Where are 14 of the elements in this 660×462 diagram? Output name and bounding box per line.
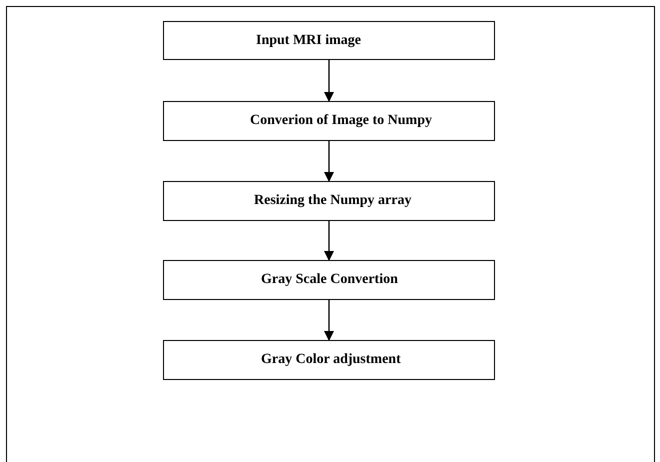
- process-box: [163, 260, 495, 300]
- arrow: [324, 221, 334, 261]
- process-box: [163, 21, 495, 60]
- process-label: Input MRI image: [256, 32, 362, 48]
- arrow: [324, 60, 334, 102]
- process-label: Converion of Image to Numpy: [250, 113, 432, 129]
- arrow: [324, 300, 334, 341]
- process-label: Gray Color adjustment: [261, 352, 401, 368]
- process-box: [163, 340, 495, 380]
- arrow: [324, 141, 334, 182]
- process-label: Gray Scale Convertion: [261, 272, 398, 288]
- process-box: [163, 101, 495, 141]
- process-box: [163, 181, 495, 221]
- process-label: Resizing the Numpy array: [254, 193, 412, 209]
